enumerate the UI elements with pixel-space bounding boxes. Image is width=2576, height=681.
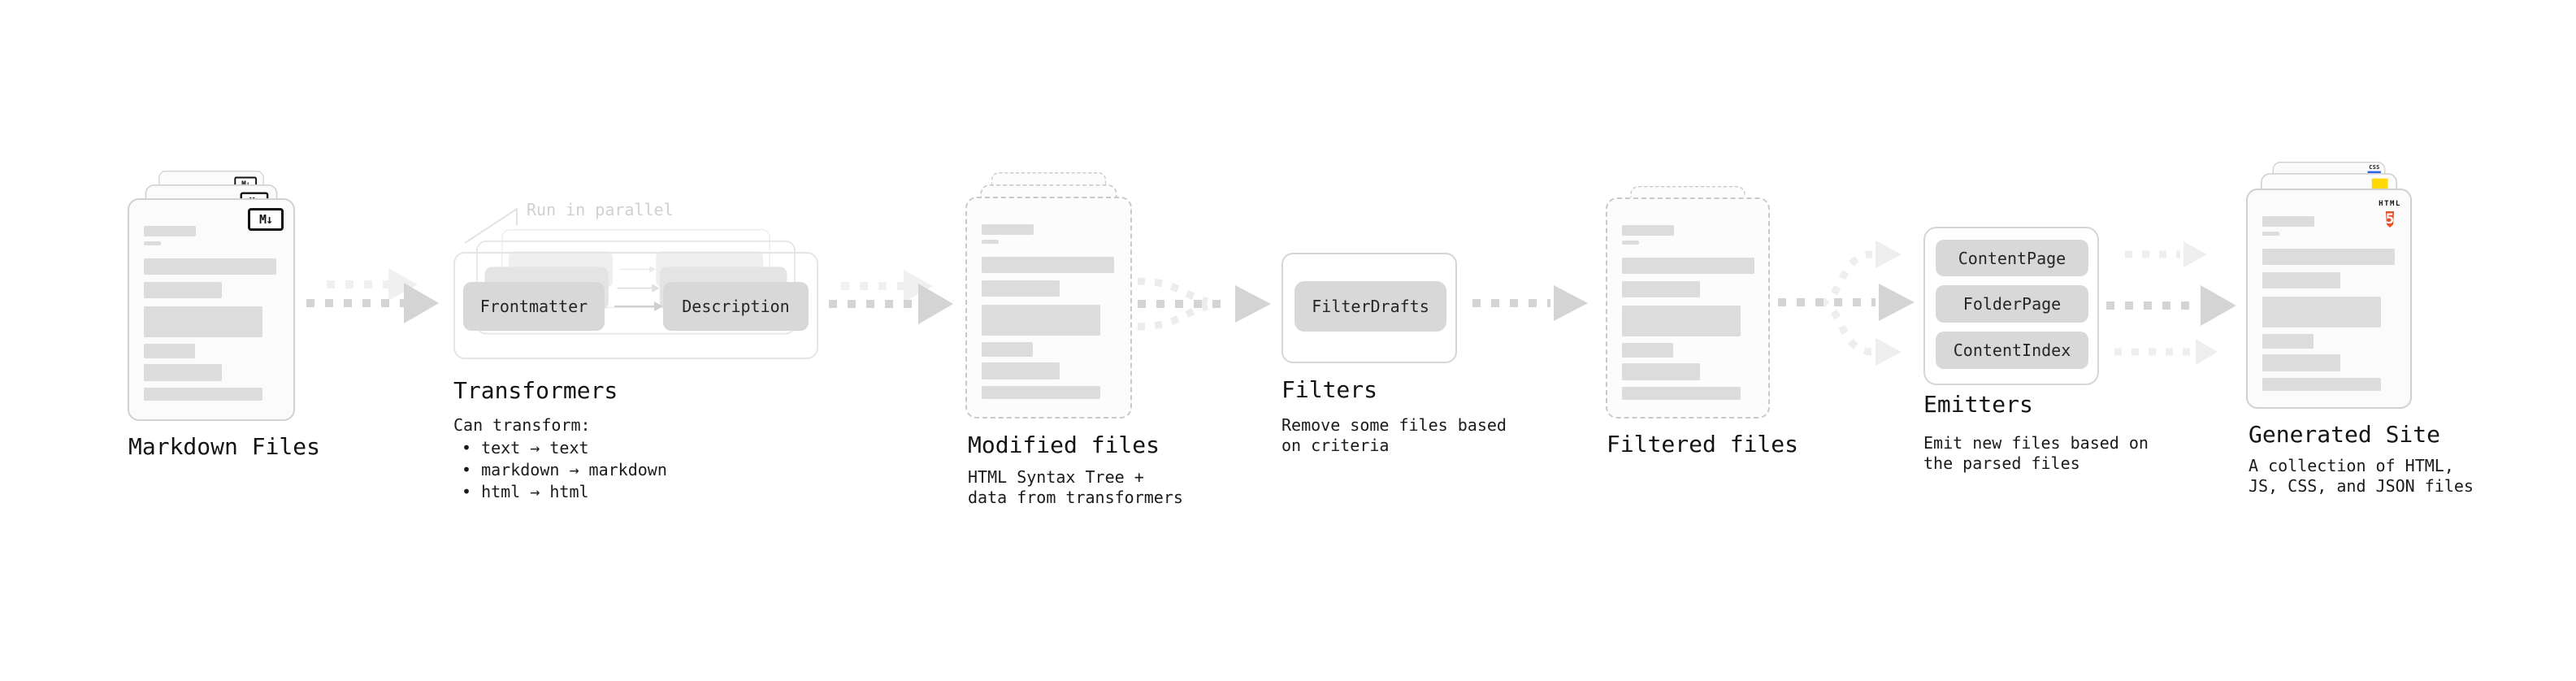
doc-text-bars — [2262, 216, 2395, 391]
transform-arrow-icon — [617, 284, 660, 293]
transform-arrow-icon — [619, 265, 657, 273]
stage-description-transformers: Can transform: — [453, 415, 591, 435]
modified-files-stack — [965, 172, 1132, 419]
doc-text-bars — [982, 224, 1114, 399]
filter-drafts-box: FilterDrafts — [1295, 281, 1446, 332]
run-in-parallel-annotation: Run in parallel — [527, 200, 674, 219]
doc-text-bars — [144, 226, 276, 401]
arrow-emitters-to-generated — [2106, 241, 2236, 365]
stage-label-generated-site: Generated Site — [2249, 421, 2441, 448]
stage-label-modified-files: Modified files — [968, 432, 1160, 458]
generated-html-file-card: HTML 5 — [2246, 189, 2412, 409]
arrow-markdown-to-transformers — [306, 268, 439, 323]
transformer-frontmatter-box: Frontmatter — [463, 282, 605, 331]
transformers-capability-list: • text → text • markdown → markdown • ht… — [462, 437, 667, 503]
arrow-filters-to-filtered — [1472, 285, 1588, 321]
css3-icon: CSS — [2367, 164, 2381, 174]
stage-description-emitters: Emit new files based on the parsed files — [1923, 433, 2149, 473]
filtered-files-stack — [1606, 186, 1770, 419]
arrow-modified-to-filters-merge — [1137, 277, 1271, 331]
stage-label-filtered-files: Filtered files — [1607, 431, 1799, 458]
arrow-transformers-to-modified — [829, 270, 953, 324]
stage-label-filters: Filters — [1281, 376, 1378, 403]
javascript-icon — [2371, 178, 2388, 189]
bullet-item: • text → text — [462, 438, 589, 458]
transform-arrow-icon — [614, 301, 663, 311]
arrow-filtered-to-emitters-fanout — [1778, 241, 1915, 366]
generated-site-stack: CSS HTML 5 — [2246, 162, 2412, 409]
emitter-content-page-box: ContentPage — [1936, 240, 2088, 276]
stage-description-modified-files: HTML Syntax Tree + data from transformer… — [968, 467, 1183, 507]
bullet-item: • html → html — [462, 482, 589, 501]
emitters-panel: ContentPage FolderPage ContentIndex — [1923, 227, 2099, 385]
stage-description-generated-site: A collection of HTML, JS, CSS, and JSON … — [2249, 456, 2474, 496]
run-in-parallel-leader-line — [464, 207, 518, 244]
markdown-files-stack: M↓ M↓ M↓ — [128, 171, 295, 421]
markdown-icon: M↓ — [248, 208, 284, 231]
transformer-description-box: Description — [663, 282, 809, 331]
modified-file-card-front — [965, 197, 1132, 419]
emitter-folder-page-box: FolderPage — [1936, 285, 2088, 323]
transformers-stack: Frontmatter Description — [453, 229, 818, 359]
stage-description-filters: Remove some files based on criteria — [1281, 415, 1507, 455]
html5-icon: HTML 5 — [2379, 200, 2401, 228]
filters-panel: FilterDrafts — [1281, 253, 1457, 363]
stage-label-markdown-files: Markdown Files — [128, 433, 321, 460]
transformer-card-front: Frontmatter Description — [453, 252, 818, 359]
bullet-item: • markdown → markdown — [462, 460, 667, 479]
stage-label-transformers: Transformers — [453, 377, 618, 404]
doc-text-bars — [1622, 225, 1754, 400]
stage-label-emitters: Emitters — [1923, 391, 2033, 418]
filtered-file-card-front — [1606, 197, 1770, 419]
emitter-content-index-box: ContentIndex — [1936, 332, 2088, 369]
markdown-file-card-front: M↓ — [128, 198, 295, 421]
